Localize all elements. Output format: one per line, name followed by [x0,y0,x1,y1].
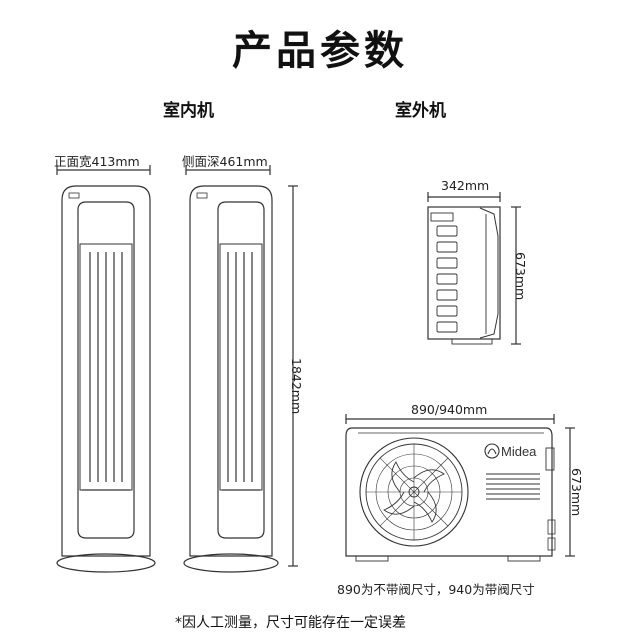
indoor-unit-side-view [183,185,279,573]
indoor-height-dimension [288,185,298,567]
indoor-side-depth-label: 侧面深461mm [182,154,268,169]
indoor-unit-heading: 室内机 [163,101,214,121]
outdoor-width-dimension [345,414,555,424]
outdoor-width-note: 890为不带阀尺寸，940为带阀尺寸 [337,582,535,597]
outdoor-unit-front-view [345,427,556,562]
outdoor-depth-dimension [427,192,501,202]
outdoor-unit-heading: 室外机 [395,101,446,121]
measurement-footnote: *因人工测量，尺寸可能存在一定误差 [175,615,406,631]
page-title: 产品参数 [232,28,408,74]
indoor-front-width-dimension [56,165,151,175]
outdoor-unit-side-view [427,206,501,345]
svg-text:Midea: Midea [501,444,537,459]
outdoor-depth-label: 342mm [441,178,490,193]
indoor-side-depth-dimension [185,165,271,175]
indoor-unit-front-view [56,185,156,573]
indoor-front-width-label: 正面宽413mm [54,154,140,169]
outdoor-front-height-dimension [565,427,575,557]
outdoor-side-height-dimension [511,206,521,345]
midea-logo: Midea [484,443,537,459]
outdoor-width-label: 890/940mm [411,402,488,417]
